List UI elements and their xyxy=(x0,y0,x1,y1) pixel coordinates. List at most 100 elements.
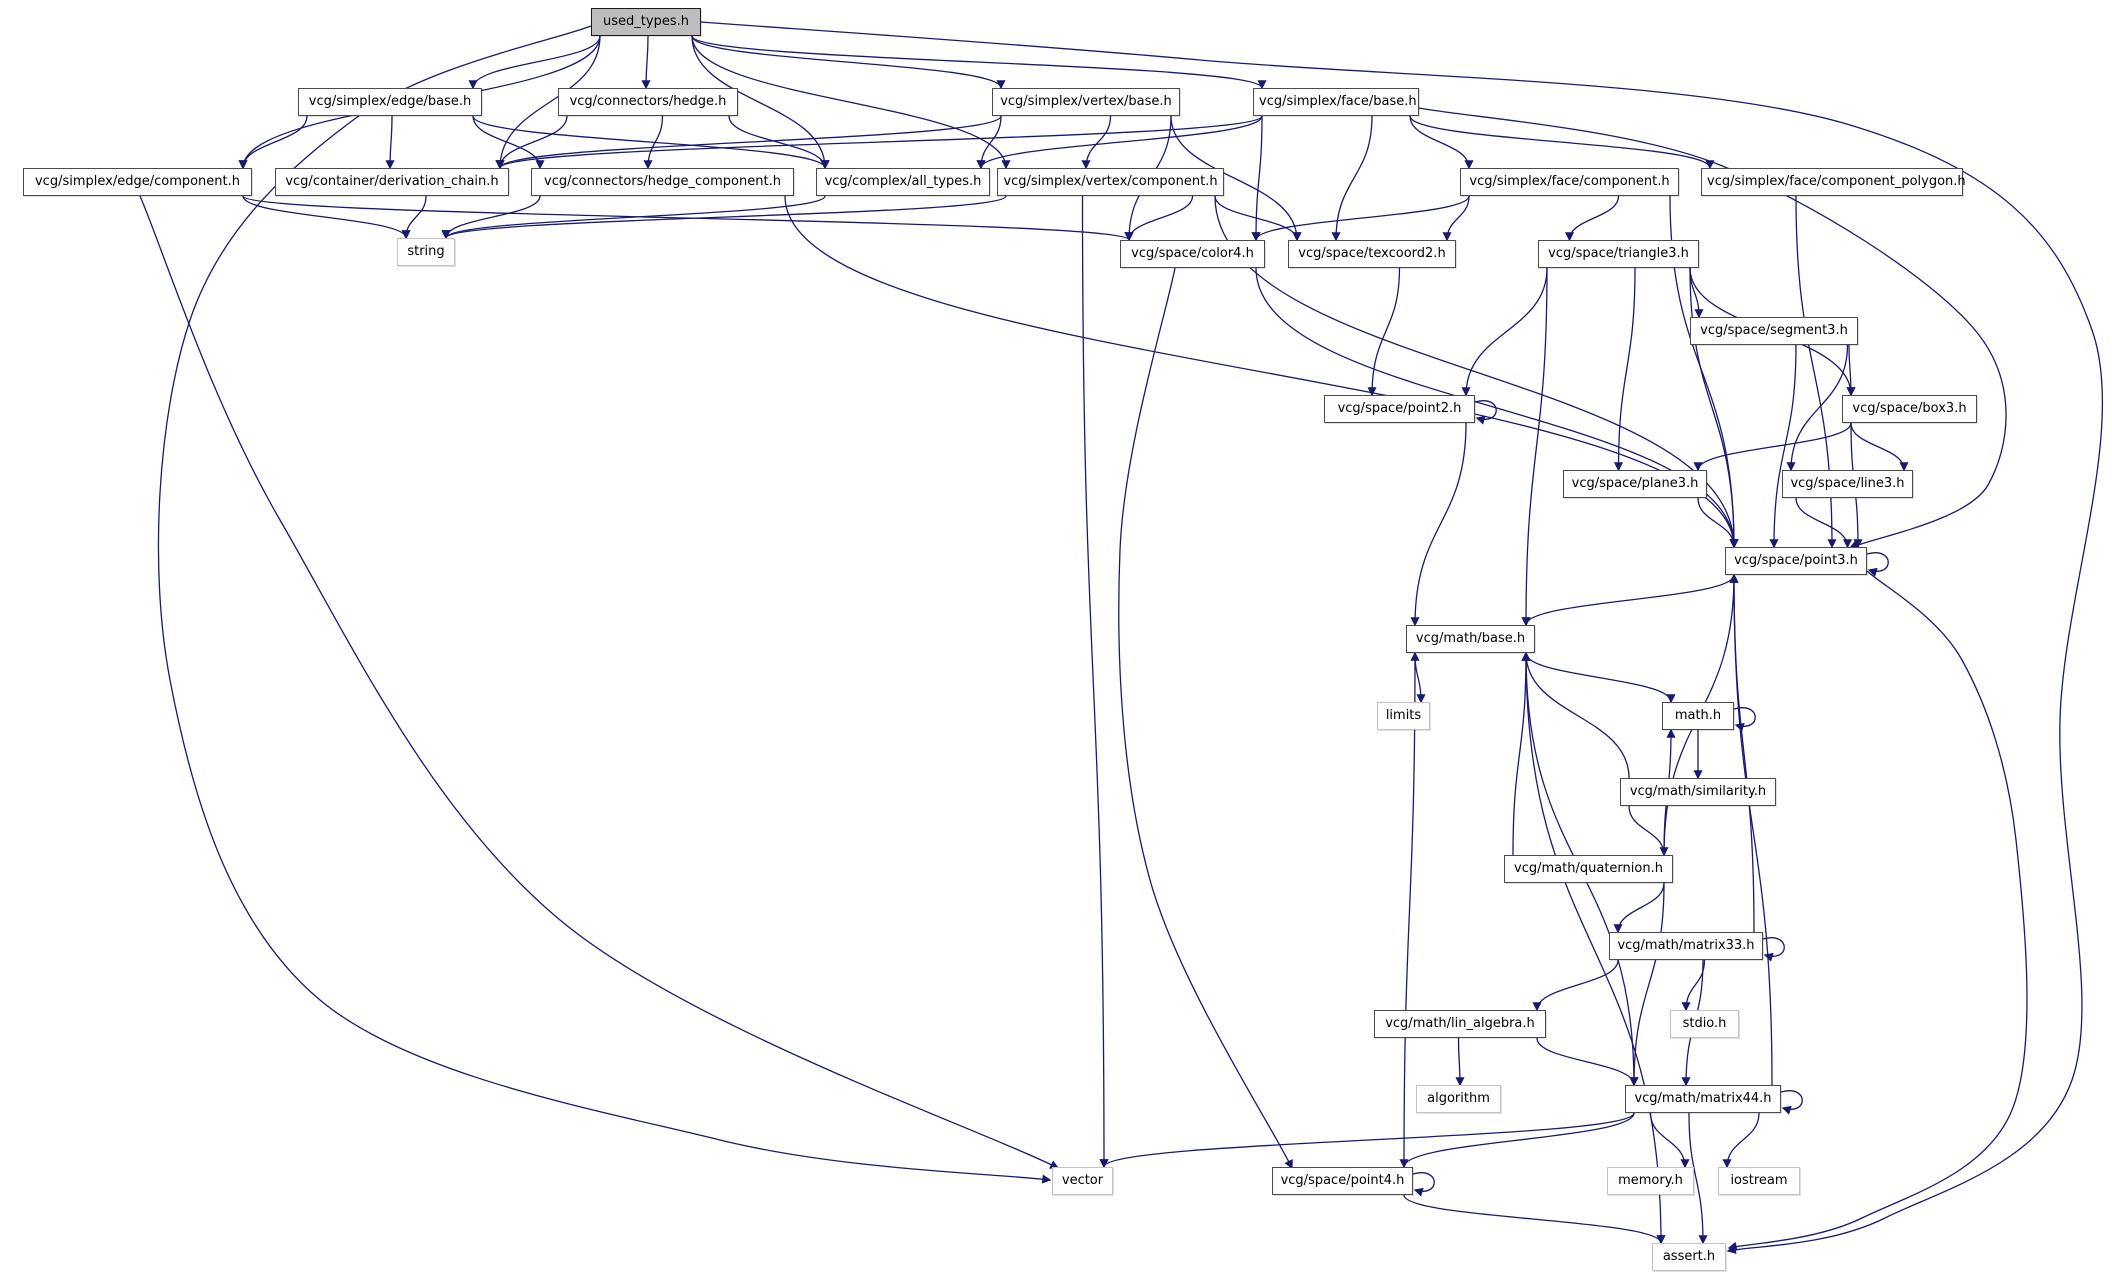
edge-used_types-to-face_base xyxy=(691,35,1267,90)
edge-deriv-to-string xyxy=(401,195,427,240)
node-matrix44[interactable]: vcg/math/matrix44.h xyxy=(1625,1085,1781,1113)
edge-used_types-to-vertex_base xyxy=(691,35,1006,90)
edge-face_base-to-color4 xyxy=(1251,115,1263,242)
node-vertex_comp[interactable]: vcg/simplex/vertex/component.h xyxy=(997,168,1224,196)
edge-vertex_comp-to-string xyxy=(441,195,1007,240)
edge-quaternion-to-matrix44 xyxy=(1629,882,1665,1087)
edge-face_comp-to-color4 xyxy=(1251,195,1470,242)
node-comp_poly[interactable]: vcg/simplex/face/component_polygon.h xyxy=(1701,168,1966,196)
edge-vertex_comp-to-color4 xyxy=(1124,195,1194,242)
node-face_base[interactable]: vcg/simplex/face/base.h xyxy=(1253,88,1419,116)
node-quaternion[interactable]: vcg/math/quaternion.h xyxy=(1504,855,1673,883)
edge-line3-to-point3 xyxy=(1795,497,1853,549)
node-hedge_comp[interactable]: vcg/connectors/hedge_component.h xyxy=(531,168,794,196)
edge-matrix44-to-point4 xyxy=(1399,1112,1635,1169)
edge-used_types-to-vertex_comp xyxy=(691,35,1011,170)
edge-segment3-to-point3 xyxy=(1769,344,1797,549)
edge-face_comp-to-texcoord2 xyxy=(1442,195,1470,242)
edge-used_types-to-hedge xyxy=(641,35,651,90)
edge-lin_algebra-to-matrix44 xyxy=(1536,1037,1639,1087)
edge-point4-self-loop xyxy=(1412,1172,1435,1197)
edge-similarity-to-math_base xyxy=(1521,651,1630,779)
edge-lin_algebra-to-algorithm xyxy=(1455,1037,1465,1087)
node-iostream[interactable]: iostream xyxy=(1718,1167,1800,1195)
edge-used_types-to-edge_base xyxy=(468,35,601,90)
node-edge_base[interactable]: vcg/simplex/edge/base.h xyxy=(298,88,482,116)
node-stdio[interactable]: stdio.h xyxy=(1670,1010,1739,1038)
edge-face_comp-to-triangle3 xyxy=(1564,195,1620,242)
edge-texcoord2-to-point2 xyxy=(1367,267,1401,397)
edge-used_types-to-deriv xyxy=(495,35,601,170)
node-point4[interactable]: vcg/space/point4.h xyxy=(1272,1167,1413,1195)
node-mathh[interactable]: math.h xyxy=(1662,702,1734,730)
edge-face_base-to-point3 xyxy=(1418,107,2007,549)
node-algorithm[interactable]: algorithm xyxy=(1416,1085,1501,1113)
edge-used_types-to-all_types xyxy=(691,35,830,170)
edge-face_base-to-deriv xyxy=(495,115,1263,170)
node-deriv[interactable]: vcg/container/derivation_chain.h xyxy=(275,168,509,196)
edge-quaternion-to-matrix33 xyxy=(1613,882,1665,934)
edge-matrix44-to-memory xyxy=(1649,1112,1690,1169)
node-triangle3[interactable]: vcg/space/triangle3.h xyxy=(1538,240,1699,268)
edge-used_types-to-vector xyxy=(157,25,1052,1184)
edge-matrix33-self-loop xyxy=(1762,937,1785,962)
edge-matrix33-to-stdio xyxy=(1681,959,1706,1012)
edge-point4-to-math_base xyxy=(1403,651,1420,1168)
edge-edge_comp-to-string xyxy=(242,195,411,240)
node-hedge[interactable]: vcg/connectors/hedge.h xyxy=(558,88,738,116)
edge-matrix44-to-assert xyxy=(1688,1112,1708,1245)
node-matrix33[interactable]: vcg/math/matrix33.h xyxy=(1609,932,1763,960)
node-texcoord2[interactable]: vcg/space/texcoord2.h xyxy=(1288,240,1456,268)
node-memory[interactable]: memory.h xyxy=(1607,1167,1694,1195)
node-point3[interactable]: vcg/space/point3.h xyxy=(1725,547,1867,575)
edge-point4-to-assert xyxy=(1403,1194,1666,1245)
node-box3[interactable]: vcg/space/box3.h xyxy=(1842,395,1977,423)
edge-color4-to-point3 xyxy=(1255,267,1739,549)
node-assert[interactable]: assert.h xyxy=(1652,1243,1726,1271)
edge-edge_base-to-all_types xyxy=(472,115,830,170)
node-limits[interactable]: limits xyxy=(1377,702,1430,730)
node-point2[interactable]: vcg/space/point2.h xyxy=(1324,395,1475,423)
edge-triangle3-to-point2 xyxy=(1461,267,1548,397)
edge-math_base-to-assert xyxy=(1525,652,1666,1245)
edge-similarity-to-quaternion xyxy=(1628,805,1669,857)
edge-vertex_comp-to-texcoord2 xyxy=(1214,195,1302,242)
edge-color4-to-point4 xyxy=(1118,267,1293,1170)
edge-math_base-to-mathh xyxy=(1525,652,1676,704)
edge-used_types-to-assert xyxy=(700,21,2104,1254)
edge-matrix44-to-iostream xyxy=(1722,1112,1760,1169)
node-color4[interactable]: vcg/space/color4.h xyxy=(1120,240,1265,268)
edge-point3-to-math_base xyxy=(1521,574,1735,627)
edge-plane3-to-point3 xyxy=(1697,497,1739,549)
edge-matrix44-self-loop xyxy=(1780,1090,1803,1115)
node-edge_comp[interactable]: vcg/simplex/edge/component.h xyxy=(23,168,252,196)
node-lin_algebra[interactable]: vcg/math/lin_algebra.h xyxy=(1374,1010,1546,1038)
node-segment3[interactable]: vcg/space/segment3.h xyxy=(1690,317,1858,345)
node-plane3[interactable]: vcg/space/plane3.h xyxy=(1563,470,1707,498)
node-line3[interactable]: vcg/space/line3.h xyxy=(1782,470,1913,498)
edge-vertex_base-to-deriv xyxy=(495,115,1002,170)
node-vertex_base[interactable]: vcg/simplex/vertex/base.h xyxy=(992,88,1180,116)
edge-face_base-to-face_comp xyxy=(1409,115,1474,170)
node-all_types[interactable]: vcg/complex/all_types.h xyxy=(816,168,990,196)
edge-point3-to-assert xyxy=(1727,570,2028,1251)
edge-segment3-to-box3 xyxy=(1846,344,1856,397)
edge-vertex_comp-to-vector xyxy=(1081,195,1109,1169)
node-similarity[interactable]: vcg/math/similarity.h xyxy=(1620,778,1776,806)
edge-box3-to-plane3 xyxy=(1693,422,1852,472)
edge-edge_base-to-edge_comp xyxy=(238,115,308,170)
node-string[interactable]: string xyxy=(397,238,455,266)
edge-segment3-to-line3 xyxy=(1786,344,1849,472)
node-math_base[interactable]: vcg/math/base.h xyxy=(1406,625,1535,653)
node-vector[interactable]: vector xyxy=(1052,1167,1113,1195)
edge-face_base-to-all_types xyxy=(976,115,1263,170)
edge-mathh-self-loop xyxy=(1733,707,1756,732)
edge-hedge-to-all_types xyxy=(728,115,830,170)
edge-matrix44-to-point3 xyxy=(1729,573,1773,1086)
edge-matrix44-to-vector xyxy=(1099,1112,1635,1169)
edge-quaternion-to-math_base xyxy=(1512,651,1531,856)
edge-vertex_base-to-vertex_comp xyxy=(1081,115,1112,170)
node-face_comp[interactable]: vcg/simplex/face/component.h xyxy=(1460,168,1679,196)
